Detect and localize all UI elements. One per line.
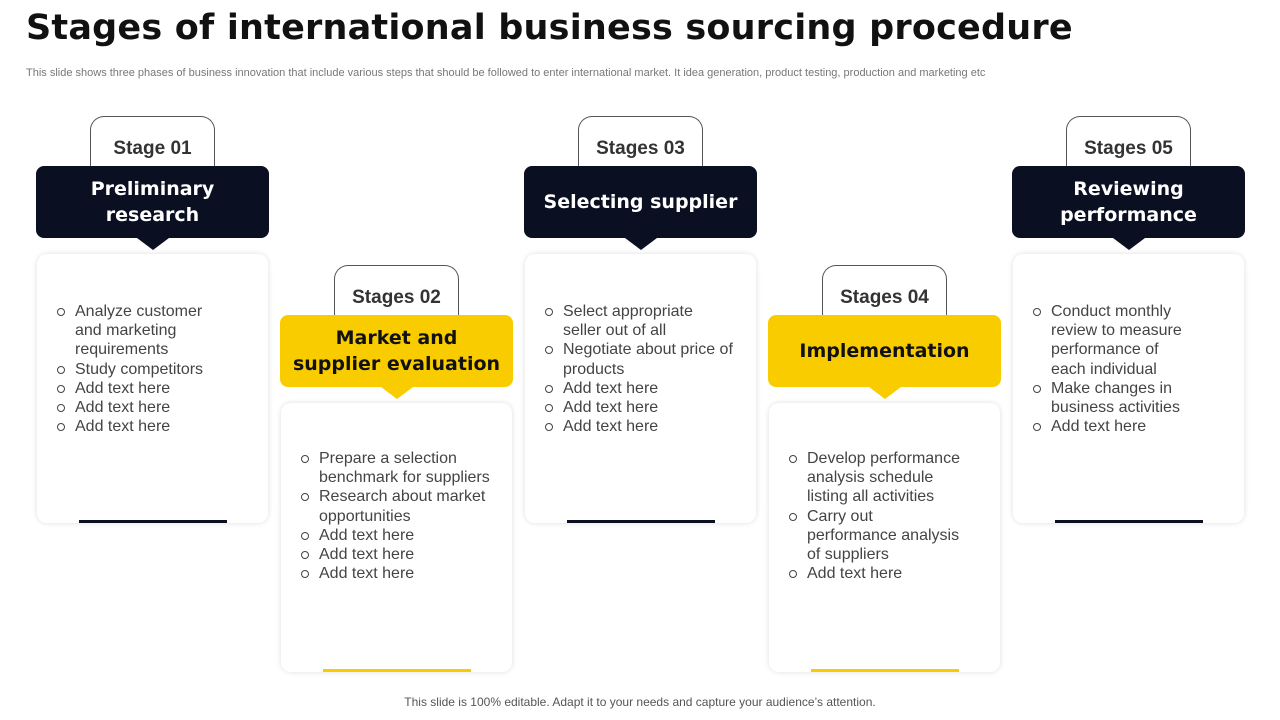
slide-title: Stages of international business sourcin… xyxy=(26,8,1073,48)
stage-3-heading-banner: Selecting supplier xyxy=(524,166,757,250)
list-item: Add text here xyxy=(545,417,736,436)
list-item: Select appropriate seller out of all xyxy=(545,302,736,340)
list-item: Add text here xyxy=(301,526,492,545)
stage-2-list: Prepare a selection benchmark for suppli… xyxy=(301,449,492,583)
list-item: Make changes in business activities xyxy=(1033,379,1224,417)
card-accent-line xyxy=(811,669,959,672)
list-item: Research about market opportunities xyxy=(301,487,492,525)
list-item: Negotiate about price of products xyxy=(545,340,736,378)
stage-1-list: Analyze customer and marketing requireme… xyxy=(57,302,248,436)
list-item: Add text here xyxy=(301,545,492,564)
list-item: Analyze customer and marketing requireme… xyxy=(57,302,248,360)
list-item: Add text here xyxy=(789,564,980,583)
stage-4-list: Develop performance analysis schedule li… xyxy=(789,449,980,583)
card-accent-line xyxy=(567,520,715,523)
list-item: Add text here xyxy=(57,398,248,417)
list-item: Add text here xyxy=(545,379,736,398)
stage-2-card: Prepare a selection benchmark for suppli… xyxy=(281,403,512,672)
card-accent-line xyxy=(1055,520,1203,523)
list-item: Add text here xyxy=(57,379,248,398)
slide-subtitle: This slide shows three phases of busines… xyxy=(26,67,986,79)
stage-4-tab-label: Stages 04 xyxy=(840,287,929,308)
stage-4-heading-banner: Implementation xyxy=(768,315,1001,399)
stage-2-tab-label: Stages 02 xyxy=(352,287,441,308)
list-item: Carry out performance analysis of suppli… xyxy=(789,507,980,565)
card-accent-line xyxy=(79,520,227,523)
list-item: Conduct monthly review to measure perfor… xyxy=(1033,302,1224,379)
stage-3-card: Select appropriate seller out of all Neg… xyxy=(525,254,756,523)
stage-3-heading: Selecting supplier xyxy=(543,191,738,213)
list-item: Study competitors xyxy=(57,360,248,379)
stage-1-tab-label: Stage 01 xyxy=(113,138,192,159)
stage-5-tab-label: Stages 05 xyxy=(1084,138,1173,159)
stage-3-tab-label: Stages 03 xyxy=(596,138,685,159)
list-item: Add text here xyxy=(301,564,492,583)
slide-footer: This slide is 100% editable. Adapt it to… xyxy=(404,695,876,709)
stage-5-card: Conduct monthly review to measure perfor… xyxy=(1013,254,1244,523)
list-item: Add text here xyxy=(545,398,736,417)
list-item: Prepare a selection benchmark for suppli… xyxy=(301,449,492,487)
list-item: Develop performance analysis schedule li… xyxy=(789,449,980,507)
list-item: Add text here xyxy=(1033,417,1224,436)
list-item: Add text here xyxy=(57,417,248,436)
card-accent-line xyxy=(323,669,471,672)
stage-1-card: Analyze customer and marketing requireme… xyxy=(37,254,268,523)
stage-5-list: Conduct monthly review to measure perfor… xyxy=(1033,302,1224,436)
stage-4-heading: Implementation xyxy=(799,340,970,362)
stage-4-card: Develop performance analysis schedule li… xyxy=(769,403,1000,672)
stage-3-list: Select appropriate seller out of all Neg… xyxy=(545,302,736,436)
